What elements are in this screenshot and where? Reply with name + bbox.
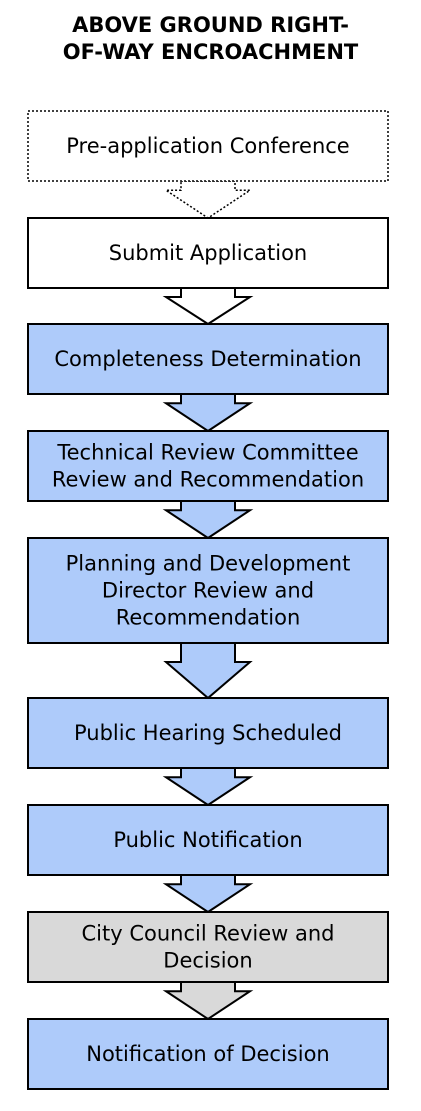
arrow-submit-application-to-completeness-determination bbox=[162, 287, 254, 326]
step-label-submit-application-line-1: Submit Application bbox=[109, 241, 308, 265]
step-rect-pre-application-conference bbox=[27, 110, 389, 182]
step-label-public-hearing-scheduled-line-1: Public Hearing Scheduled bbox=[74, 721, 342, 745]
step-label-technical-review-committee-line-1: Technical Review Committee bbox=[56, 441, 358, 465]
step-label-planning-development-director-line-3: Recommendation bbox=[116, 606, 301, 630]
step-box-completeness-determination: Completeness Determination bbox=[27, 323, 389, 395]
step-rect-city-council-review bbox=[27, 911, 389, 983]
arrow-completeness-determination-to-technical-review-committee bbox=[162, 393, 254, 433]
step-label-notification-of-decision-line-1: Notification of Decision bbox=[86, 1042, 330, 1066]
step-box-public-notification: Public Notification bbox=[27, 804, 389, 876]
step-label-planning-development-director-line-1: Planning and Development bbox=[66, 552, 351, 576]
step-label-city-council-review-line-2: Decision bbox=[163, 949, 252, 973]
arrow-public-hearing-scheduled-to-public-notification bbox=[162, 767, 254, 807]
step-box-public-hearing-scheduled: Public Hearing Scheduled bbox=[27, 697, 389, 769]
step-rect-planning-development-director bbox=[27, 537, 389, 644]
step-label-city-council-review-line-1: City Council Review and bbox=[82, 922, 335, 946]
diagram-title-line-1: ABOVE GROUND RIGHT- bbox=[72, 13, 349, 37]
step-label-completeness-determination-line-1: Completeness Determination bbox=[54, 347, 361, 371]
arrow-technical-review-committee-to-planning-development-director bbox=[162, 500, 254, 540]
step-rect-submit-application bbox=[27, 217, 389, 289]
step-rect-public-hearing-scheduled bbox=[27, 697, 389, 769]
arrow-city-council-review-to-notification-of-decision bbox=[162, 981, 254, 1021]
step-label-pre-application-conference-line-1: Pre-application Conference bbox=[66, 134, 349, 158]
step-label-public-notification-line-1: Public Notification bbox=[113, 828, 302, 852]
step-rect-technical-review-committee bbox=[27, 430, 389, 502]
step-rect-notification-of-decision bbox=[27, 1018, 389, 1090]
arrow-public-notification-to-city-council-review bbox=[162, 874, 254, 914]
step-label-planning-development-director-line-2: Director Review and bbox=[102, 579, 314, 603]
step-rect-public-notification bbox=[27, 804, 389, 876]
step-box-submit-application: Submit Application bbox=[27, 217, 389, 289]
step-box-notification-of-decision: Notification of Decision bbox=[27, 1018, 389, 1090]
arrow-pre-application-conference-to-submit-application bbox=[163, 180, 253, 219]
step-label-technical-review-committee-line-2: Review and Recommendation bbox=[52, 468, 364, 492]
step-box-pre-application-conference: Pre-application Conference bbox=[27, 110, 389, 182]
diagram-title-line-2: OF-WAY ENCROACHMENT bbox=[62, 40, 359, 64]
arrow-planning-development-director-to-public-hearing-scheduled bbox=[163, 642, 253, 700]
diagram-title: ABOVE GROUND RIGHT- OF-WAY ENCROACHMENT bbox=[0, 12, 421, 66]
step-rect-completeness-determination bbox=[27, 323, 389, 395]
arrow-layer bbox=[162, 180, 254, 1021]
